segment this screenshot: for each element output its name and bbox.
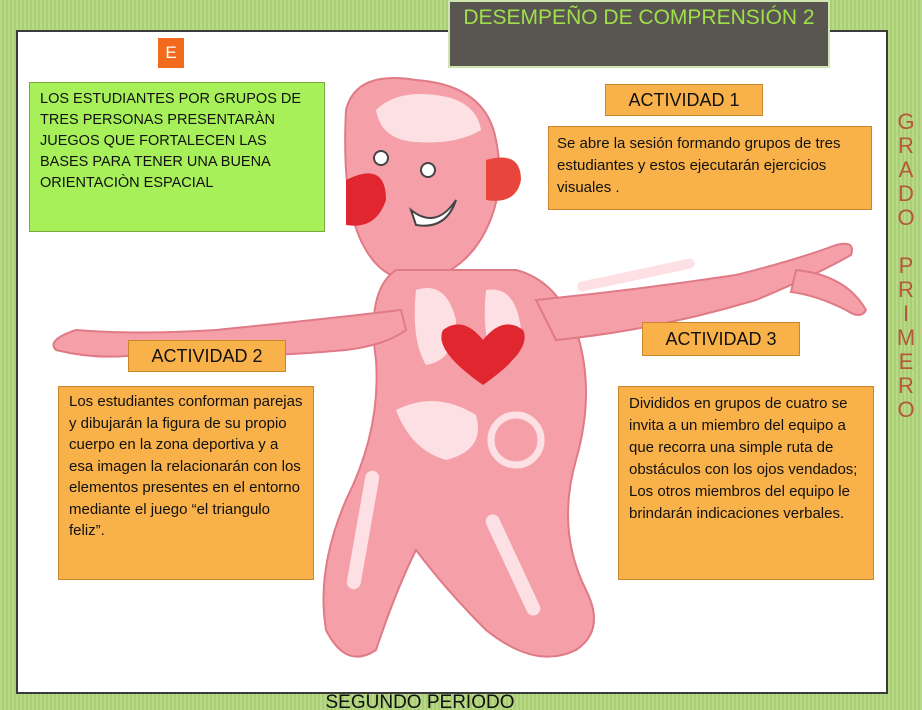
leg-bone-right xyxy=(485,514,541,616)
activity-2-text: Los estudiantes conforman parejas y dibu… xyxy=(58,386,314,580)
arm-bone-right xyxy=(577,258,695,292)
cheek-shape xyxy=(346,173,386,226)
leg-bone-left xyxy=(346,470,380,590)
activity-3-title: ACTIVIDAD 3 xyxy=(642,322,800,356)
footer-period: SEGUNDO PERIODO xyxy=(325,692,515,710)
right-arm-shape xyxy=(534,242,853,342)
stomach-shape xyxy=(396,401,478,460)
activity-3-text: Divididos en grupos de cuatro se invita … xyxy=(618,386,874,580)
activity-1-text: Se abre la sesión formando grupos de tre… xyxy=(548,126,872,210)
page-title: DESEMPEÑO DE COMPRENSIÓN 2 xyxy=(448,0,830,68)
left-eye xyxy=(373,150,389,166)
right-hand-shape xyxy=(789,268,868,316)
activity-1-title: ACTIVIDAD 1 xyxy=(605,84,763,116)
intro-box: LOS ESTUDIANTES POR GRUPOS DE TRES PERSO… xyxy=(29,82,325,232)
side-label-grado-primero: G R A D O P R I M E R O xyxy=(896,109,916,422)
intestine-shape xyxy=(487,411,545,469)
torso-shape xyxy=(322,269,595,658)
smile xyxy=(408,199,457,227)
activity-2-title: ACTIVIDAD 2 xyxy=(128,340,286,372)
human-body-illustration xyxy=(52,77,868,658)
heart-shape xyxy=(441,324,525,385)
brain-shape xyxy=(376,94,481,143)
ear-shape xyxy=(486,157,521,201)
e-badge: E xyxy=(158,38,184,68)
right-eye xyxy=(420,162,436,178)
